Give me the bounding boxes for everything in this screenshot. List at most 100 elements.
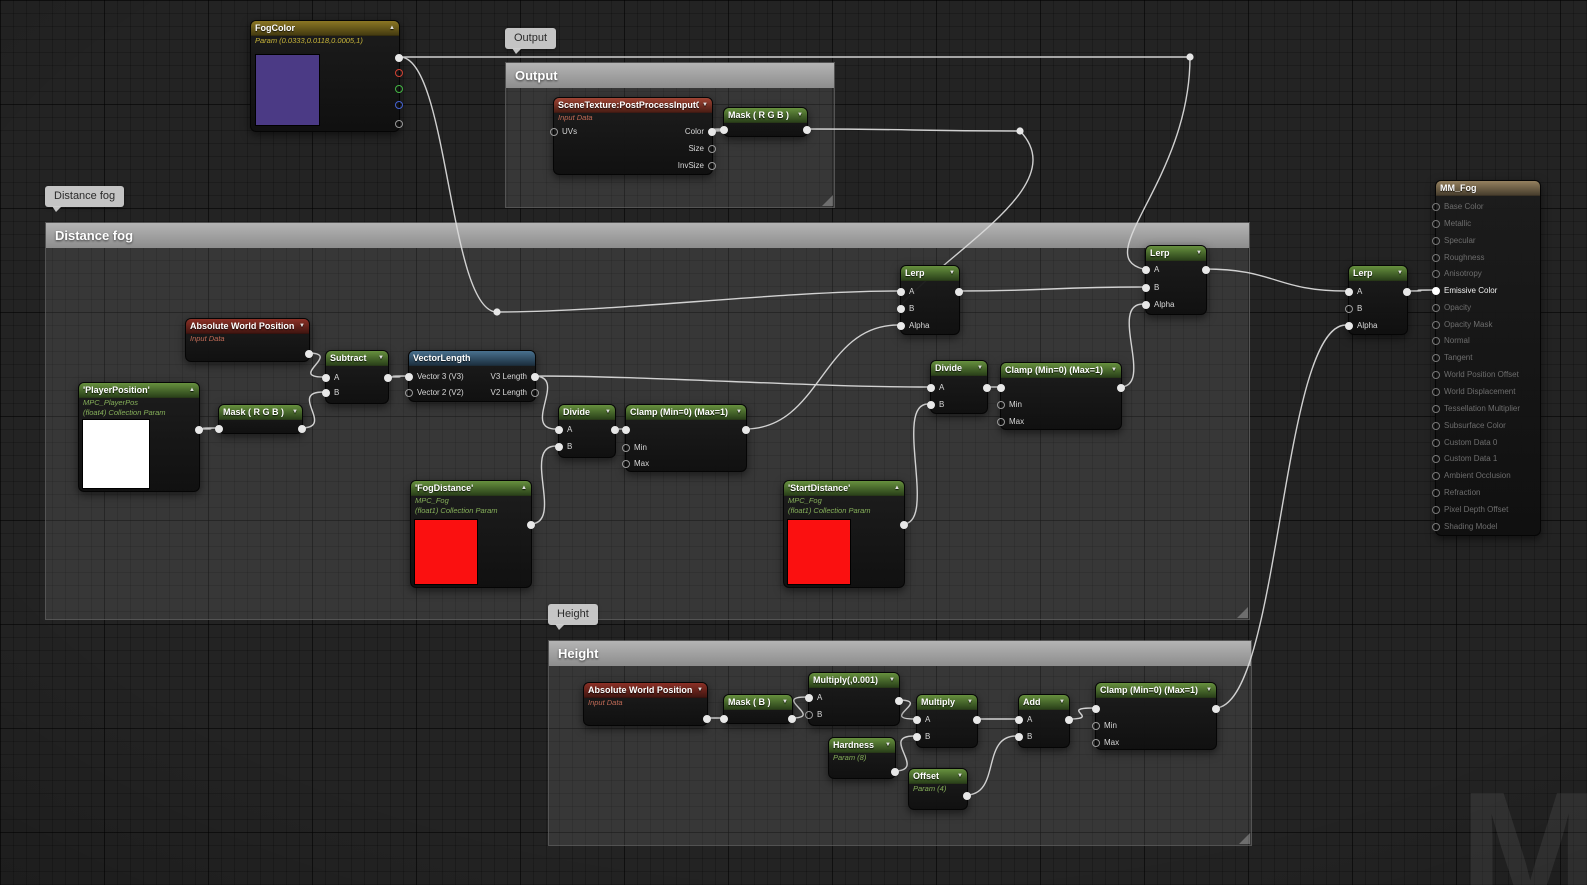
collapse-down-icon[interactable]: ▼ bbox=[1397, 270, 1403, 276]
input-pin-min[interactable] bbox=[997, 401, 1005, 409]
output-pin[interactable] bbox=[895, 697, 903, 705]
node-title-bar[interactable]: Mask ( R G B )▼ bbox=[724, 108, 807, 123]
output-pin[interactable] bbox=[305, 350, 313, 358]
input-pin-max[interactable] bbox=[1092, 739, 1100, 747]
input-pin-vector-2-v2[interactable] bbox=[405, 389, 413, 397]
input-pin-a[interactable] bbox=[897, 288, 905, 296]
wire[interactable] bbox=[1119, 303, 1144, 388]
input-pin-alpha[interactable] bbox=[1345, 322, 1353, 330]
comment-title[interactable]: Height bbox=[549, 641, 1251, 666]
output-pin[interactable] bbox=[395, 54, 403, 62]
input-pin-a[interactable] bbox=[555, 426, 563, 434]
input-pin-base-color[interactable] bbox=[1432, 203, 1440, 211]
reroute-node[interactable] bbox=[493, 308, 501, 316]
node-title-bar[interactable]: Lerp▼ bbox=[1146, 246, 1206, 261]
wire[interactable] bbox=[1214, 324, 1347, 709]
node-mask-rgb-2[interactable]: Mask ( R G B )▼ bbox=[215, 404, 306, 434]
node-title-bar[interactable]: Clamp (Min=0) (Max=1)▼ bbox=[1096, 683, 1216, 698]
node-title-bar[interactable]: SceneTexture:PostProcessInput0▼ bbox=[554, 98, 712, 113]
input-pin-min[interactable] bbox=[1092, 722, 1100, 730]
output-pin[interactable] bbox=[395, 69, 403, 77]
output-pin[interactable] bbox=[1212, 705, 1220, 713]
input-pin-b[interactable] bbox=[913, 733, 921, 741]
collapse-up-icon[interactable]: ▲ bbox=[189, 387, 195, 393]
input-pin-alpha[interactable] bbox=[897, 322, 905, 330]
output-pin[interactable] bbox=[527, 521, 535, 529]
input-pin-a[interactable] bbox=[1142, 266, 1150, 274]
comment-bubble-height[interactable]: Height bbox=[548, 604, 598, 630]
output-pin[interactable] bbox=[703, 715, 711, 723]
output-pin[interactable] bbox=[983, 384, 991, 392]
input-pin-opacity-mask[interactable] bbox=[1432, 321, 1440, 329]
collapse-up-icon[interactable]: ▲ bbox=[389, 25, 395, 31]
node-fog-color[interactable]: FogColor▲Param (0.0333,0.0118,0.0005,1) bbox=[250, 20, 403, 132]
input-pin-roughness[interactable] bbox=[1432, 254, 1440, 262]
input-pin-min[interactable] bbox=[622, 444, 630, 452]
wire[interactable] bbox=[957, 286, 1144, 292]
node-title-bar[interactable]: Subtract▼ bbox=[326, 351, 388, 366]
collapse-down-icon[interactable]: ▼ bbox=[1059, 699, 1065, 705]
input-pin-alpha[interactable] bbox=[1142, 301, 1150, 309]
input-pin-a[interactable] bbox=[1345, 288, 1353, 296]
input-pin-max[interactable] bbox=[997, 418, 1005, 426]
node-mask-rgb-1[interactable]: Mask ( R G B )▼ bbox=[720, 107, 811, 137]
output-pin-color[interactable] bbox=[708, 128, 716, 136]
node-title-bar[interactable]: MM_Fog bbox=[1436, 181, 1540, 196]
input-pin-a[interactable] bbox=[927, 384, 935, 392]
output-pin[interactable] bbox=[803, 126, 811, 134]
collapse-down-icon[interactable]: ▼ bbox=[1206, 687, 1212, 693]
collapse-down-icon[interactable]: ▼ bbox=[378, 355, 384, 361]
color-swatch[interactable] bbox=[255, 54, 320, 126]
output-pin[interactable] bbox=[900, 521, 908, 529]
input-pin-b[interactable] bbox=[322, 389, 330, 397]
input-pin-refraction[interactable] bbox=[1432, 489, 1440, 497]
collapse-down-icon[interactable]: ▼ bbox=[702, 102, 708, 108]
collapse-down-icon[interactable]: ▼ bbox=[977, 365, 983, 371]
input-pin-tangent[interactable] bbox=[1432, 354, 1440, 362]
color-swatch[interactable] bbox=[787, 519, 851, 585]
color-swatch[interactable] bbox=[414, 519, 478, 585]
node-title-bar[interactable]: Lerp▼ bbox=[901, 266, 959, 281]
reroute-node[interactable] bbox=[1016, 127, 1024, 135]
node-title-bar[interactable]: Clamp (Min=0) (Max=1)▼ bbox=[1001, 363, 1121, 378]
input-pin-opacity[interactable] bbox=[1432, 304, 1440, 312]
wire[interactable] bbox=[300, 391, 324, 429]
node-title-bar[interactable]: Lerp▼ bbox=[1349, 266, 1407, 281]
reroute-node[interactable] bbox=[1186, 53, 1194, 61]
wire[interactable] bbox=[386, 375, 407, 378]
collapse-down-icon[interactable]: ▼ bbox=[605, 409, 611, 415]
output-pin-v2-length[interactable] bbox=[531, 389, 539, 397]
comment-title[interactable]: Output bbox=[506, 63, 834, 88]
node-title-bar[interactable]: FogColor▲ bbox=[251, 21, 399, 36]
input-pin-subsurface-color[interactable] bbox=[1432, 422, 1440, 430]
node-title-bar[interactable]: VectorLength bbox=[409, 351, 535, 366]
input-pin-custom-data-0[interactable] bbox=[1432, 439, 1440, 447]
wire[interactable] bbox=[965, 735, 1017, 796]
output-pin[interactable] bbox=[395, 85, 403, 93]
input-pin-a[interactable] bbox=[913, 716, 921, 724]
output-pin[interactable] bbox=[963, 792, 971, 800]
node-mask-b[interactable]: Mask ( B )▼ bbox=[720, 694, 796, 724]
output-pin[interactable] bbox=[788, 715, 796, 723]
collapse-down-icon[interactable]: ▼ bbox=[782, 699, 788, 705]
wire[interactable] bbox=[533, 375, 929, 388]
output-pin[interactable] bbox=[973, 716, 981, 724]
input-pin-max[interactable] bbox=[622, 460, 630, 468]
output-pin[interactable] bbox=[1117, 384, 1125, 392]
node-title-bar[interactable]: Clamp (Min=0) (Max=1)▼ bbox=[626, 405, 746, 420]
input-pin-specular[interactable] bbox=[1432, 237, 1440, 245]
node-title-bar[interactable]: 'StartDistance'▲ bbox=[784, 481, 904, 496]
input-pin[interactable] bbox=[720, 126, 728, 134]
output-pin[interactable] bbox=[955, 288, 963, 296]
input-pin-b[interactable] bbox=[1142, 284, 1150, 292]
node-title-bar[interactable]: Absolute World Position▼ bbox=[584, 683, 707, 698]
collapse-down-icon[interactable]: ▼ bbox=[967, 699, 973, 705]
input-pin-b[interactable] bbox=[897, 305, 905, 313]
input-pin-b[interactable] bbox=[1345, 305, 1353, 313]
input-pin-world-position-offset[interactable] bbox=[1432, 371, 1440, 379]
node-title-bar[interactable]: Absolute World Position▼ bbox=[186, 319, 309, 334]
